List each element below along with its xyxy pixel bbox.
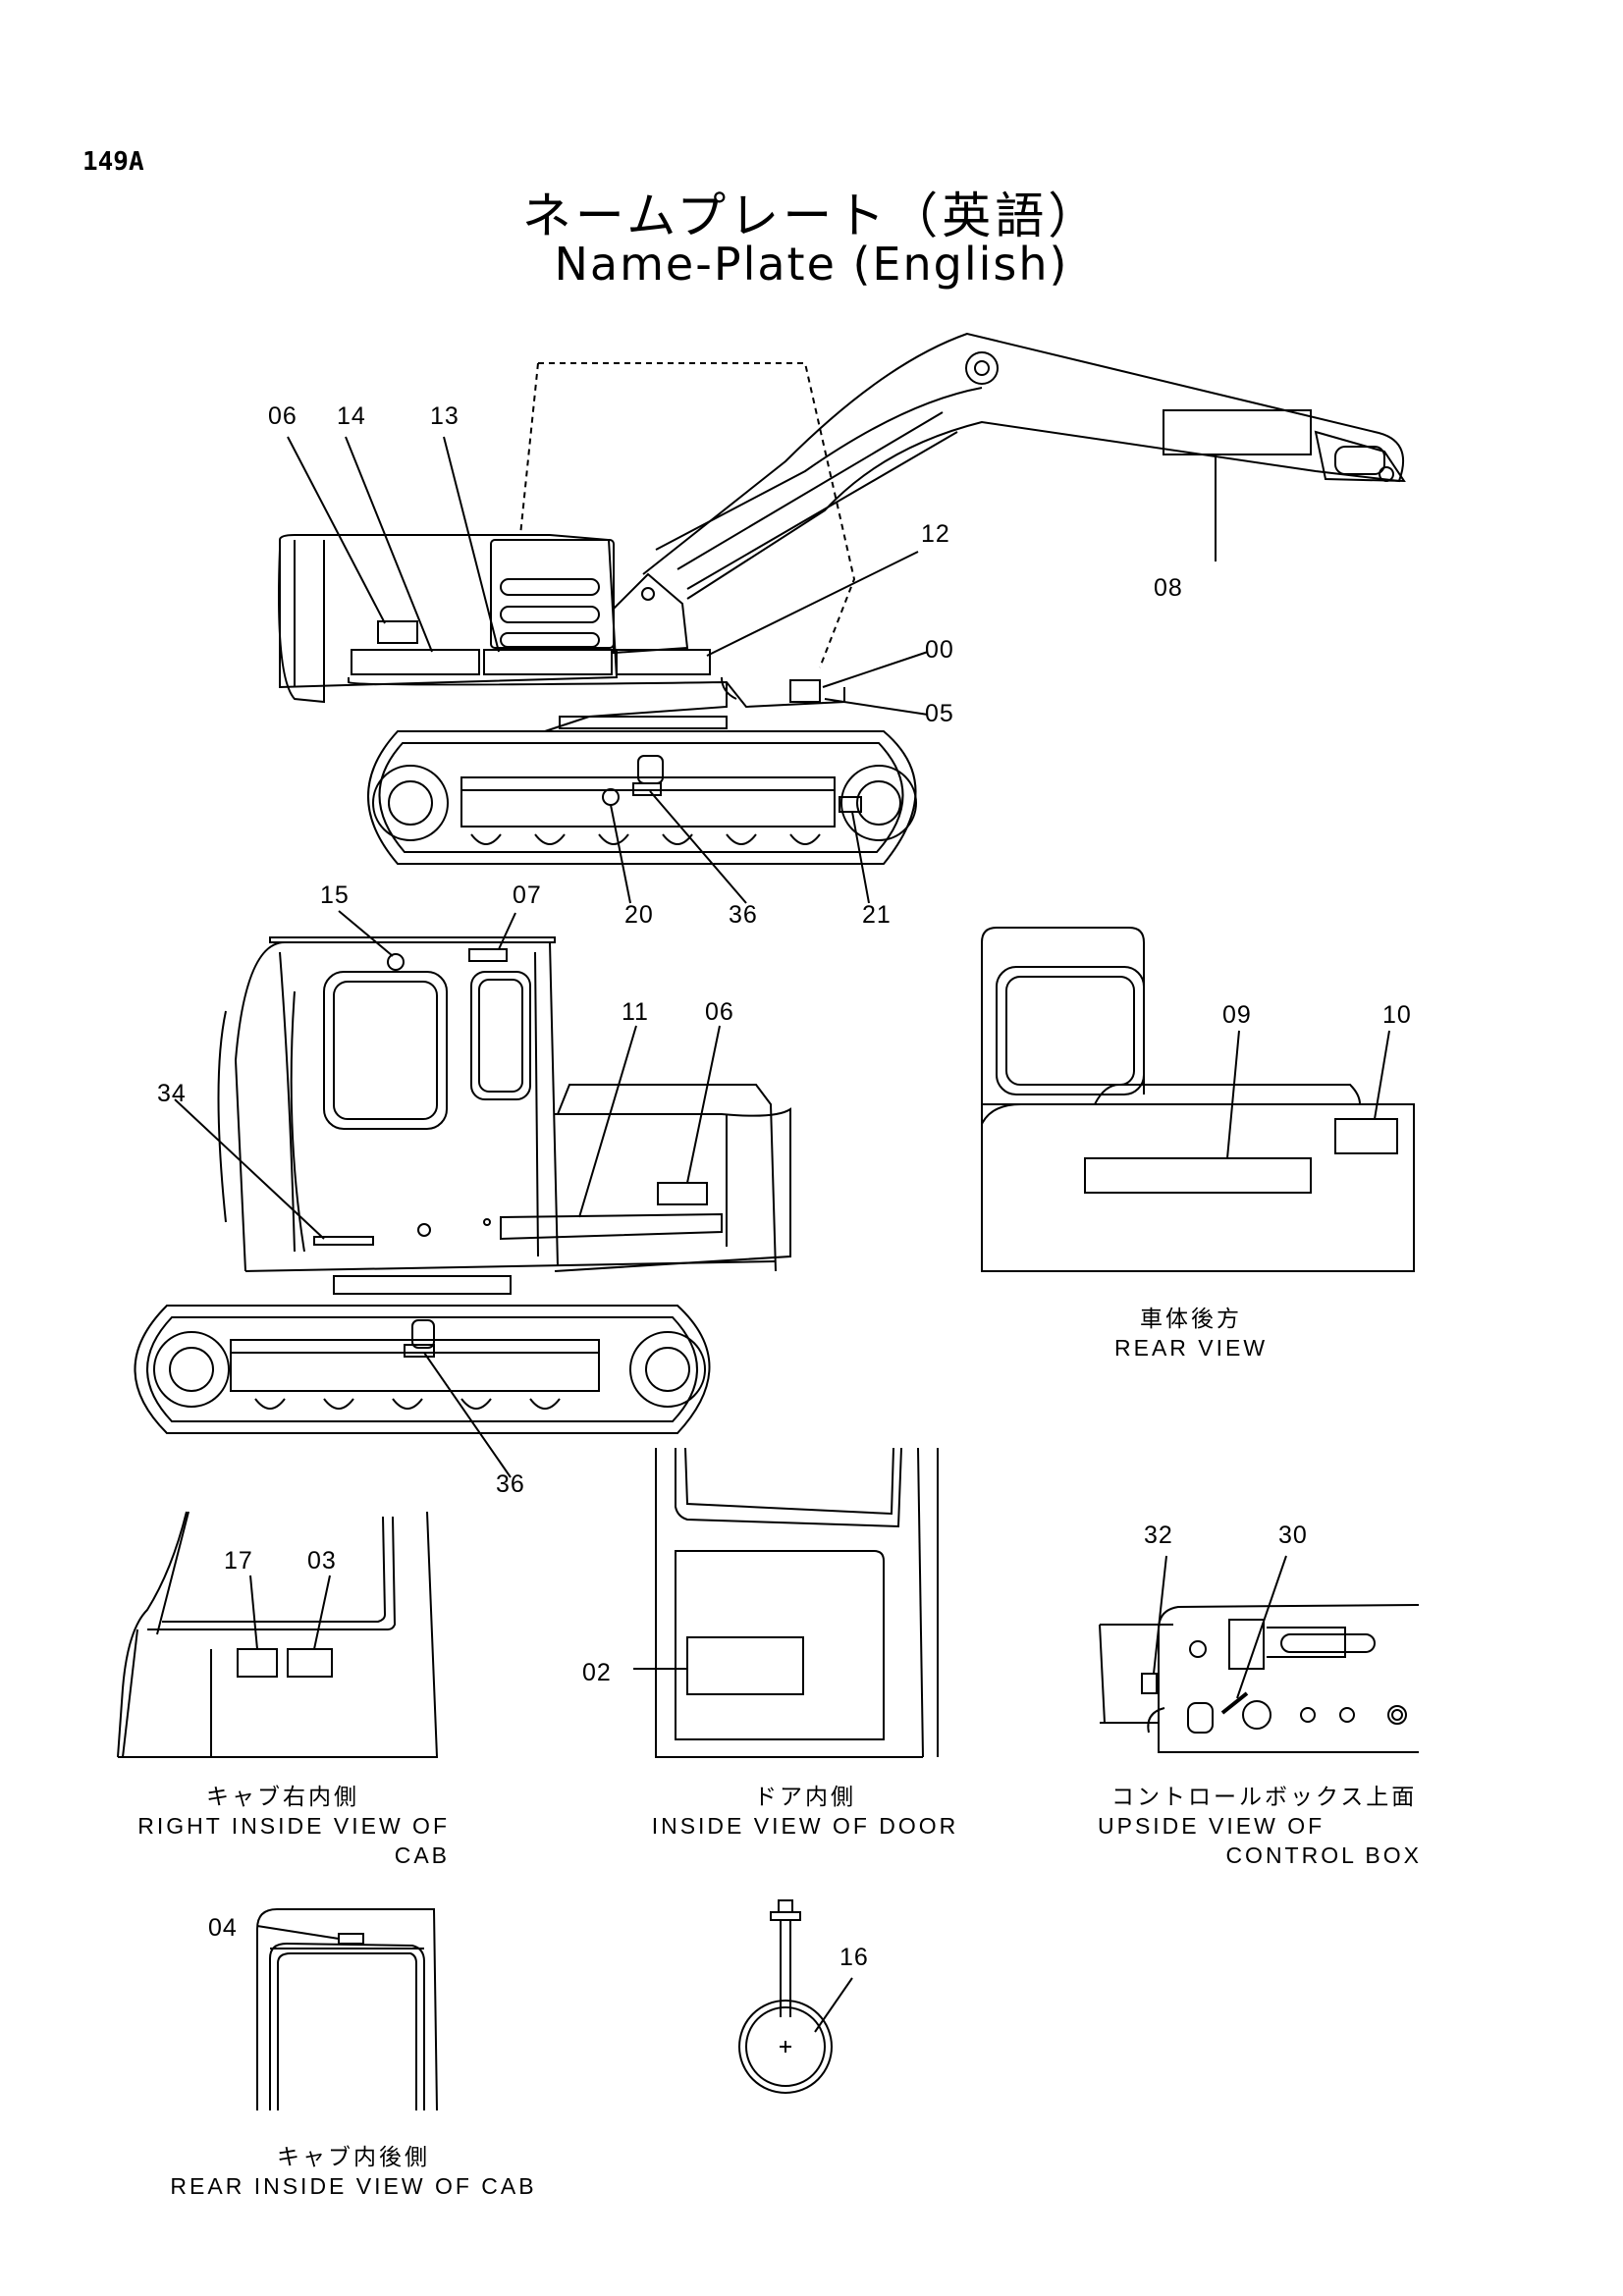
plate-10 (1335, 1119, 1397, 1153)
caption-rear-inside-cab-en: REAR INSIDE VIEW OF CAB (170, 2173, 537, 2199)
caption-rear-view: 車体後方 REAR VIEW (1114, 1304, 1268, 1362)
title-japanese: ネームプレート（英語） (521, 187, 1102, 244)
callout-14: 14 (337, 402, 366, 430)
caption-inside-door-jp: ドア内側 (754, 1784, 856, 1809)
part-16-drawing (739, 1900, 852, 2093)
callout-13: 13 (430, 402, 460, 430)
callout-21: 21 (862, 901, 892, 929)
callout-16: 16 (839, 1944, 869, 1971)
callout-34: 34 (157, 1080, 187, 1107)
plate-20 (603, 789, 619, 805)
plate-32 (1142, 1674, 1157, 1693)
callout-32: 32 (1144, 1522, 1173, 1549)
inside-door-drawing (633, 1448, 938, 1757)
plate-04 (339, 1934, 363, 1944)
control-box-drawing (1100, 1556, 1419, 1752)
caption-right-inside-cab: キャブ右内側 RIGHT INSIDE VIEW OF CAB (135, 1782, 450, 1870)
caption-rear-inside-cab-jp: キャブ内後側 (277, 2144, 430, 2169)
plate-34 (314, 1237, 373, 1245)
caption-inside-door: ドア内側 INSIDE VIEW OF DOOR (648, 1782, 962, 1841)
callout-08: 08 (1154, 574, 1183, 602)
plate-02 (687, 1637, 803, 1694)
boom-name-plate (1163, 410, 1311, 454)
callout-30: 30 (1278, 1522, 1308, 1549)
title-english: Name-Plate (English) (554, 238, 1069, 291)
plate-00-05 (790, 680, 820, 702)
callout-03: 03 (307, 1547, 337, 1575)
plate-06-b (658, 1183, 707, 1204)
plate-11 (501, 1214, 722, 1239)
caption-control-box-en2: CONTROL BOX (1225, 1842, 1422, 1868)
excavator-cab-side-view (135, 911, 791, 1477)
plate-17 (238, 1649, 277, 1677)
callout-00: 00 (925, 636, 954, 664)
callout-11: 11 (622, 998, 649, 1026)
excavator-side-view (279, 334, 1404, 903)
plate-14 (352, 650, 479, 674)
rear-view-drawing (982, 928, 1414, 1271)
callout-20: 20 (624, 901, 654, 929)
plate-30 (1222, 1693, 1247, 1713)
callout-10: 10 (1382, 1001, 1412, 1029)
callout-05: 05 (925, 700, 954, 727)
callout-36-b: 36 (496, 1470, 525, 1498)
plate-21 (839, 797, 861, 812)
caption-control-box: コントロールボックス上面 UPSIDE VIEW OF CONTROL BOX (1098, 1782, 1422, 1870)
right-inside-cab-drawing (118, 1512, 437, 1757)
plate-36 (633, 783, 661, 795)
plate-07 (469, 949, 507, 961)
caption-control-box-jp: コントロールボックス上面 (1111, 1784, 1418, 1809)
plate-15 (388, 954, 404, 970)
callout-36: 36 (729, 901, 758, 929)
callout-17: 17 (224, 1547, 253, 1575)
plate-06 (378, 621, 417, 643)
caption-right-inside-cab-en1: RIGHT INSIDE VIEW OF (137, 1813, 450, 1839)
callout-06: 06 (268, 402, 298, 430)
rear-inside-cab-drawing (257, 1909, 437, 2110)
callout-09: 09 (1222, 1001, 1252, 1029)
caption-inside-door-en: INSIDE VIEW OF DOOR (651, 1813, 959, 1839)
caption-control-box-en1: UPSIDE VIEW OF (1098, 1813, 1325, 1839)
callout-06-b: 06 (705, 998, 734, 1026)
callout-02: 02 (582, 1659, 612, 1686)
plate-03 (288, 1649, 332, 1677)
caption-rear-inside-cab: キャブ内後側 REAR INSIDE VIEW OF CAB (157, 2142, 550, 2201)
plate-36-b (405, 1345, 434, 1357)
callout-12: 12 (921, 520, 950, 548)
caption-right-inside-cab-en2: CAB (394, 1842, 450, 1868)
callout-04: 04 (208, 1914, 238, 1942)
caption-right-inside-cab-jp: キャブ右内側 (206, 1784, 359, 1809)
caption-rear-view-en: REAR VIEW (1114, 1335, 1269, 1361)
caption-rear-view-jp: 車体後方 (1140, 1306, 1243, 1331)
callout-15: 15 (320, 881, 350, 909)
plate-09 (1085, 1158, 1311, 1193)
callout-07: 07 (513, 881, 542, 909)
plate-13 (484, 650, 612, 674)
page-number: 149A (82, 147, 144, 177)
plate-12 (617, 650, 710, 674)
